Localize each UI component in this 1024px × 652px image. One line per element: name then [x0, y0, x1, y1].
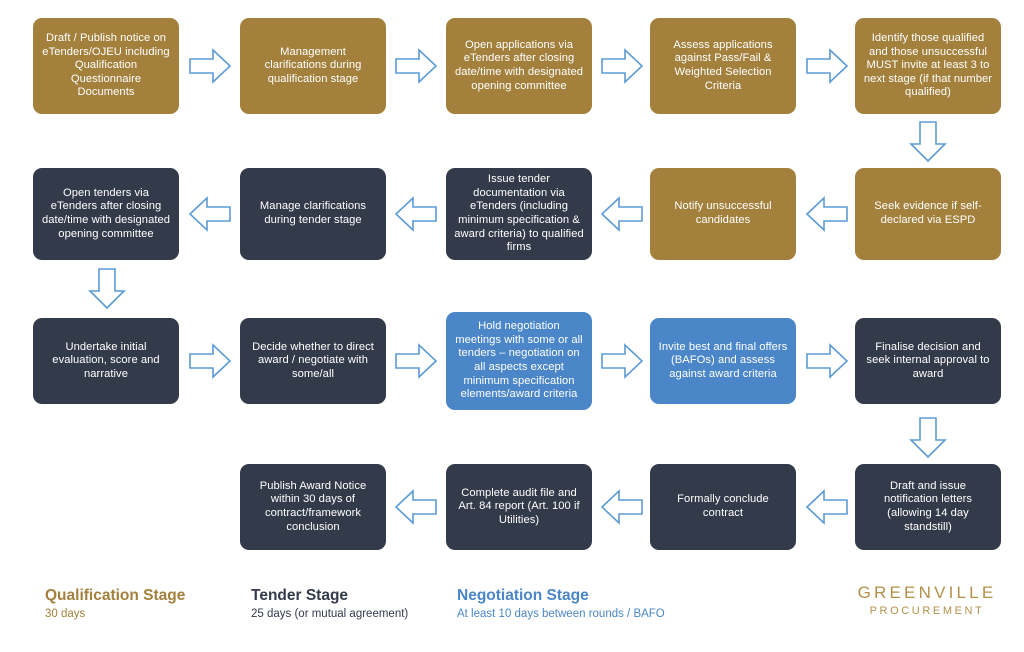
flow-node-management-clarifications[interactable]: Management clarifications during qualifi… [240, 18, 386, 114]
arrow-left-r2c2-to-r2c1 [186, 190, 234, 238]
arrow-down-r2c1-to-r3c1 [84, 266, 130, 312]
flow-node-label: Draft / Publish notice on eTenders/OJEU … [42, 32, 170, 99]
legend-tender-subtitle: 25 days (or mutual agreement) [251, 608, 409, 620]
flow-node-open-applications[interactable]: Open applications via eTenders after clo… [446, 18, 592, 114]
legend-qualification-stage: Qualification Stage 30 days [45, 586, 185, 622]
flow-node-label: Hold negotiation meetings with some or a… [455, 320, 583, 401]
flow-node-label: Open applications via eTenders after clo… [454, 38, 584, 92]
flow-node-identify-qualified[interactable]: Identify those qualified and those unsuc… [855, 18, 1001, 114]
arrow-right-r3c1-to-r3c2 [186, 337, 234, 385]
arrow-left-r4c4-to-r4c3 [598, 483, 646, 531]
arrow-left-r4c5-to-r4c4 [803, 483, 851, 531]
flow-node-label: Manage clarifications during tender stag… [259, 200, 367, 226]
brand-name: GREENVILLE [857, 583, 997, 602]
legend-qualification-subtitle: 30 days [45, 608, 86, 620]
arrow-right-r3c4-to-r3c5 [803, 337, 851, 385]
flow-node-label: Complete audit file and Art. 84 report (… [458, 486, 580, 526]
arrow-right-r1c3-to-r1c4 [598, 42, 646, 90]
flow-node-undertake-initial-evaluation[interactable]: Undertake initial evaluation, score and … [33, 318, 179, 404]
legend-negotiation-stage: Negotiation Stage At least 10 days betwe… [457, 586, 665, 622]
arrow-right-r1c1-to-r1c2 [186, 42, 234, 90]
arrow-left-r2c3-to-r2c2 [392, 190, 440, 238]
flow-node-publish-award-notice[interactable]: Publish Award Notice within 30 days of c… [240, 464, 386, 550]
flow-node-label: Notify unsuccessful candidates [674, 200, 772, 226]
flow-node-draft-notification-letters[interactable]: Draft and issue notification letters (al… [855, 464, 1001, 550]
arrow-down-r1c5-to-r2c5 [904, 119, 952, 165]
arrow-left-r2c5-to-r2c4 [803, 190, 851, 238]
flow-node-seek-evidence-espd[interactable]: Seek evidence if self-declared via ESPD [855, 168, 1001, 260]
flow-node-label: Management clarifications during qualifi… [264, 45, 362, 85]
legend-tender-stage: Tender Stage 25 days (or mutual agreemen… [251, 586, 408, 622]
flow-node-label: Open tenders via eTenders after closing … [41, 186, 171, 240]
flow-node-formally-conclude-contract[interactable]: Formally conclude contract [650, 464, 796, 550]
flow-node-finalise-decision[interactable]: Finalise decision and seek internal appr… [855, 318, 1001, 404]
arrow-left-r2c4-to-r2c3 [598, 190, 646, 238]
flow-node-label: Undertake initial evaluation, score and … [52, 340, 160, 380]
arrow-left-r4c3-to-r4c2 [392, 483, 440, 531]
flow-node-label: Seek evidence if self-declared via ESPD [874, 200, 982, 226]
arrow-right-r1c2-to-r1c3 [392, 42, 440, 90]
arrow-down-r3c5-to-r4c5 [904, 415, 952, 461]
flow-node-complete-audit-file[interactable]: Complete audit file and Art. 84 report (… [446, 464, 592, 550]
flow-node-label: Finalise decision and seek internal appr… [866, 340, 990, 380]
flow-node-label: Issue tender documentation via eTenders … [454, 173, 584, 254]
flow-node-label: Publish Award Notice within 30 days of c… [259, 479, 367, 533]
flow-node-manage-clarifications-tender[interactable]: Manage clarifications during tender stag… [240, 168, 386, 260]
brand-logo-greenville-procurement: GREENVILLE PROCUREMENT [847, 583, 1007, 619]
flow-node-label: Assess applications against Pass/Fail & … [673, 38, 773, 92]
flow-node-label: Invite best and final offers (BAFOs) and… [658, 340, 788, 380]
flow-node-open-tenders[interactable]: Open tenders via eTenders after closing … [33, 168, 179, 260]
legend-negotiation-title: Negotiation Stage [457, 587, 589, 604]
brand-subtitle: PROCUREMENT [869, 605, 985, 617]
legend-tender-title: Tender Stage [251, 587, 349, 604]
flow-node-hold-negotiation-meetings[interactable]: Hold negotiation meetings with some or a… [446, 312, 592, 410]
arrow-right-r3c2-to-r3c3 [392, 337, 440, 385]
flow-node-label: Formally conclude contract [677, 493, 769, 519]
flow-node-draft-publish-notice[interactable]: Draft / Publish notice on eTenders/OJEU … [33, 18, 179, 114]
flow-node-issue-tender-documentation[interactable]: Issue tender documentation via eTenders … [446, 168, 592, 260]
legend-qualification-title: Qualification Stage [45, 587, 186, 604]
arrow-right-r1c4-to-r1c5 [803, 42, 851, 90]
flow-node-decide-direct-award[interactable]: Decide whether to direct award / negotia… [240, 318, 386, 404]
flow-node-assess-applications[interactable]: Assess applications against Pass/Fail & … [650, 18, 796, 114]
flow-node-label: Draft and issue notification letters (al… [883, 479, 973, 533]
flow-node-label: Identify those qualified and those unsuc… [863, 32, 993, 99]
flow-node-invite-bafos[interactable]: Invite best and final offers (BAFOs) and… [650, 318, 796, 404]
legend-negotiation-subtitle: At least 10 days between rounds / BAFO [457, 608, 665, 620]
flow-node-label: Decide whether to direct award / negotia… [252, 340, 374, 380]
arrow-right-r3c3-to-r3c4 [598, 337, 646, 385]
flow-node-notify-unsuccessful[interactable]: Notify unsuccessful candidates [650, 168, 796, 260]
